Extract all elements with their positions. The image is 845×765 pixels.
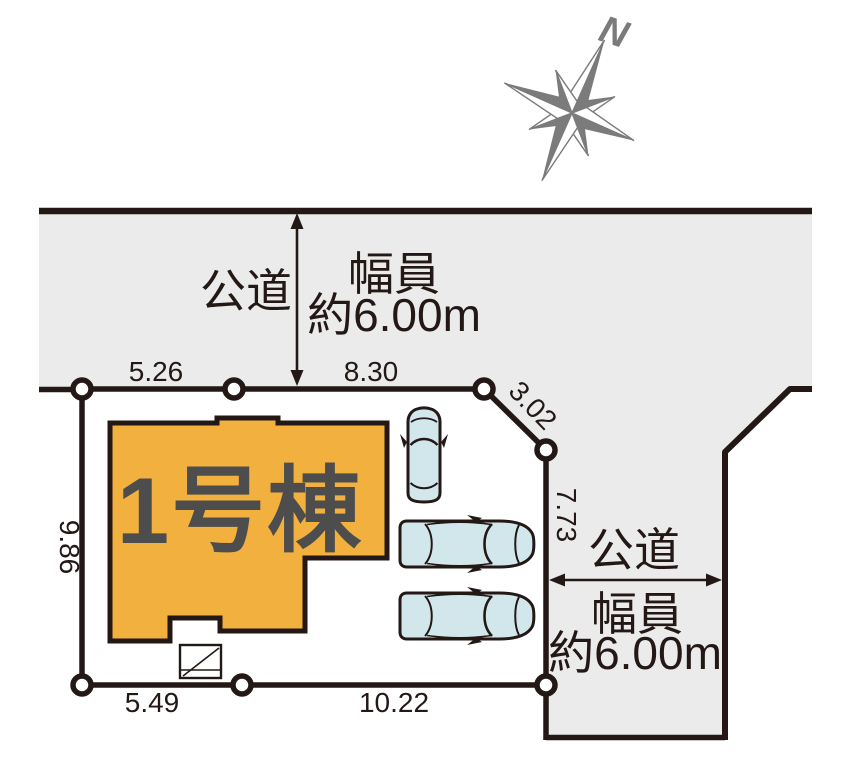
- top-road-width-arrow: [290, 213, 304, 386]
- dim-bottom-left: 5.49: [125, 687, 180, 718]
- dim-left-side: 9.86: [54, 520, 85, 575]
- building-label: 1号棟: [117, 458, 363, 563]
- road-surface: [39, 211, 812, 740]
- dim-top-right: 8.30: [344, 356, 399, 387]
- top-road-width-value: 約6.00m: [307, 289, 481, 341]
- parked-car-vertical: [398, 406, 450, 504]
- dim-top-left: 5.26: [129, 356, 184, 387]
- north-label: N: [594, 8, 635, 57]
- compass-rose-icon: [504, 39, 635, 181]
- parked-car-middle: [398, 513, 536, 575]
- survey-points: [70, 377, 558, 697]
- right-road-width-value: 約6.00m: [548, 627, 722, 679]
- dim-bottom-right: 10.22: [359, 687, 429, 718]
- parked-car-bottom: [398, 585, 536, 647]
- top-road-width-caption: 幅員: [348, 248, 440, 300]
- top-road-name: 公道: [200, 265, 292, 317]
- building-outline: [107, 415, 390, 644]
- entrance-porch: [178, 643, 223, 680]
- right-road-name: 公道: [588, 524, 680, 576]
- right-road-width-caption: 幅員: [591, 588, 683, 640]
- right-road-width-arrow: [549, 573, 722, 587]
- dim-right-side: 7.73: [551, 488, 582, 543]
